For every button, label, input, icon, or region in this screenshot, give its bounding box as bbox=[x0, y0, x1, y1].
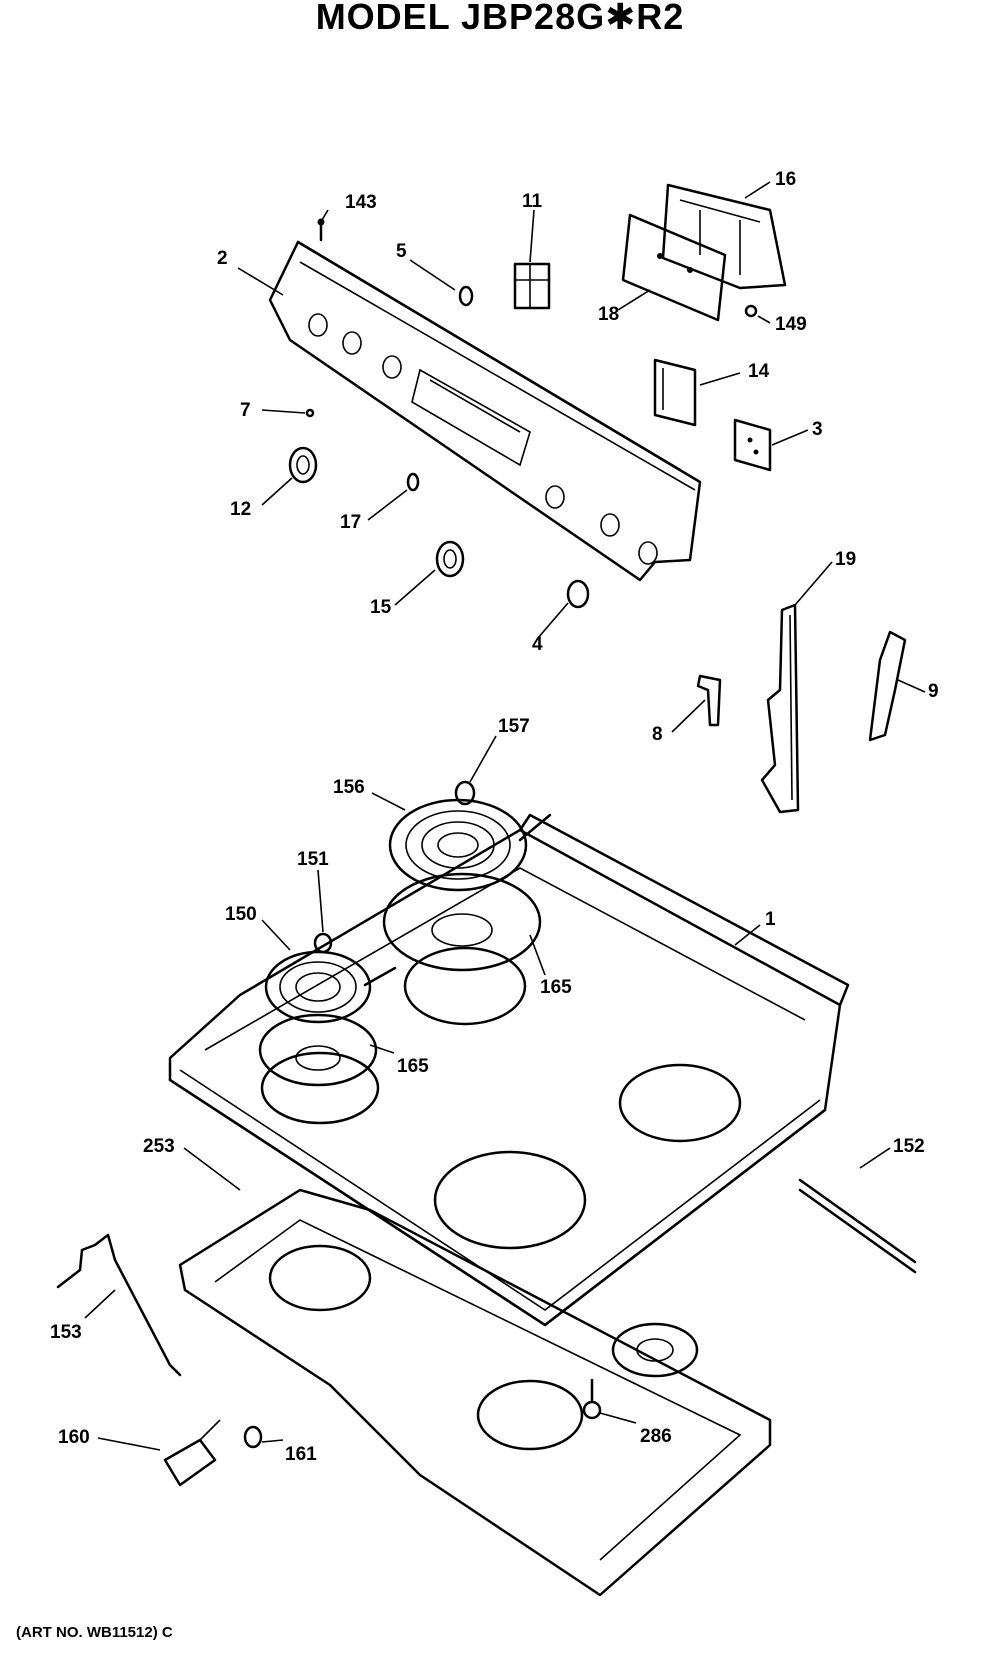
screw-143 bbox=[317, 218, 325, 242]
label-11: 11 bbox=[522, 191, 543, 212]
label-17: 17 bbox=[340, 512, 361, 533]
lamp-17 bbox=[406, 472, 420, 492]
model-title: MODEL JBP28G✱R2 bbox=[315, 0, 685, 37]
label-165-lower: 165 bbox=[397, 1056, 429, 1077]
label-15: 15 bbox=[370, 597, 392, 618]
label-152: 152 bbox=[893, 1136, 925, 1157]
end-cap-9 bbox=[868, 630, 907, 742]
label-143: 143 bbox=[345, 192, 377, 213]
label-19: 19 bbox=[835, 549, 856, 570]
rod-152 bbox=[798, 1178, 917, 1274]
knob-12 bbox=[288, 446, 318, 484]
control-panel-backsplash bbox=[268, 240, 702, 582]
label-253: 253 bbox=[143, 1136, 175, 1157]
label-2: 2 bbox=[217, 248, 228, 269]
label-150: 150 bbox=[225, 904, 257, 925]
label-151: 151 bbox=[297, 849, 329, 870]
receptacle-151 bbox=[313, 932, 333, 954]
timer-clock-16 bbox=[661, 183, 787, 290]
nut-149 bbox=[744, 304, 758, 318]
screw-286 bbox=[582, 1378, 602, 1420]
drip-pan-165-small bbox=[258, 1013, 378, 1087]
wire-153 bbox=[56, 1233, 182, 1377]
knob-4 bbox=[566, 579, 590, 609]
label-149: 149 bbox=[775, 314, 807, 335]
drip-pan-165-large bbox=[382, 872, 542, 972]
label-16: 16 bbox=[775, 169, 796, 190]
label-161: 161 bbox=[285, 1444, 317, 1465]
label-156: 156 bbox=[333, 777, 365, 798]
switch-11 bbox=[513, 262, 551, 310]
surface-element-150 bbox=[264, 950, 397, 1024]
label-1: 1 bbox=[765, 909, 776, 930]
receptacle-157 bbox=[454, 780, 476, 806]
label-7: 7 bbox=[240, 400, 251, 421]
bracket-8 bbox=[696, 674, 722, 727]
label-4: 4 bbox=[532, 634, 543, 655]
bracket-19 bbox=[760, 603, 800, 814]
label-153: 153 bbox=[50, 1322, 82, 1343]
bushing-161 bbox=[243, 1425, 263, 1449]
relay-14 bbox=[653, 358, 697, 427]
label-5: 5 bbox=[396, 241, 407, 262]
label-14: 14 bbox=[748, 361, 770, 382]
clip-5 bbox=[458, 285, 474, 307]
label-18: 18 bbox=[598, 304, 619, 325]
label-9: 9 bbox=[928, 681, 939, 702]
leader-lines bbox=[84, 181, 926, 1451]
block-3 bbox=[733, 418, 772, 472]
screw-7 bbox=[305, 408, 315, 418]
overlay-plate-18 bbox=[621, 213, 727, 322]
label-165-upper: 165 bbox=[540, 977, 572, 998]
label-157: 157 bbox=[498, 716, 530, 737]
knob-15 bbox=[435, 540, 465, 578]
label-3: 3 bbox=[812, 419, 823, 440]
burner-box-253 bbox=[178, 1188, 772, 1597]
label-8: 8 bbox=[652, 724, 663, 745]
terminal-block-160 bbox=[163, 1419, 221, 1487]
cooktop-maintop bbox=[168, 813, 850, 1327]
surface-element-156 bbox=[388, 798, 552, 892]
label-12: 12 bbox=[230, 499, 251, 520]
label-286: 286 bbox=[640, 1426, 672, 1447]
label-160: 160 bbox=[58, 1427, 90, 1448]
art-number: (ART NO. WB11512) C bbox=[16, 1624, 173, 1641]
